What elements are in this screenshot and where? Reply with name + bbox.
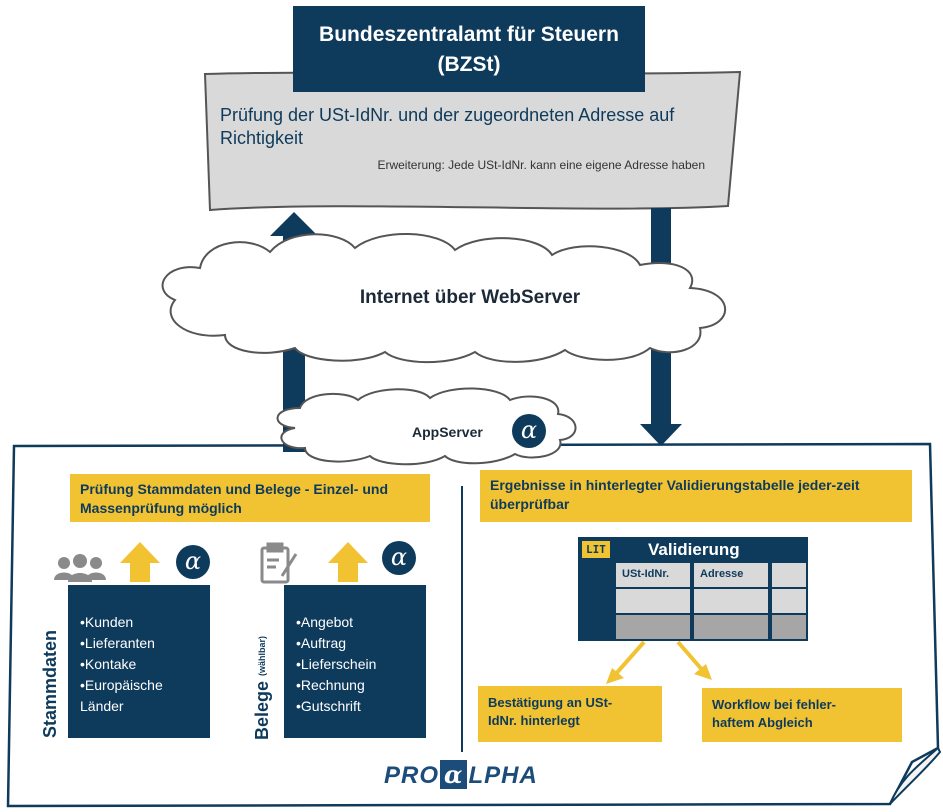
internet-cloud — [161, 232, 727, 364]
table-cell — [692, 589, 770, 615]
belege-up-arrow — [328, 542, 368, 582]
stammdaten-alpha-icon: α — [176, 545, 210, 579]
up-arrow-head — [270, 212, 318, 236]
down-arrow-head — [640, 424, 682, 446]
workflow-box: Workflow bei fehler-haftem Abgleich — [702, 688, 902, 742]
column-header-ustid: USt-IdNr. — [614, 563, 692, 589]
table-cell — [692, 615, 770, 641]
stammdaten-item-kontakte: Kontake — [80, 654, 210, 675]
table-cell — [578, 563, 614, 589]
workflow-text: Workflow bei fehler-haftem Abgleich — [712, 697, 836, 730]
stammdaten-item-kunden: Kunden — [80, 612, 210, 633]
validation-table-header: LIT Validierung — [578, 537, 808, 563]
internet-cloud-label: Internet über WebServer — [359, 287, 581, 308]
appserver-label: AppServer — [412, 424, 483, 440]
table-cell — [770, 589, 808, 615]
belege-item-auftrag: Auftrag — [296, 633, 426, 654]
appserver-alpha-icon: α — [512, 414, 546, 448]
belege-item-gutschrift: Gutschrift — [296, 696, 426, 717]
table-row — [578, 615, 808, 641]
belege-item-lieferschein: Lieferschein — [296, 654, 426, 675]
paper-curl — [889, 746, 942, 805]
belege-list: Angebot Auftrag Lieferschein Rechnung Gu… — [284, 612, 426, 717]
arrow-to-confirm — [612, 640, 646, 678]
bzst-header-line1: Bundeszentralamt für Steuern — [319, 23, 619, 46]
table-cell — [614, 615, 692, 641]
stammdaten-list-box: Kunden Lieferanten Kontake Europäische L… — [68, 585, 210, 738]
bzst-header-line2: (BZSt) — [437, 53, 501, 76]
appserver-cloud — [276, 387, 577, 466]
clipboard-edit-icon — [260, 542, 298, 584]
table-row — [578, 589, 808, 615]
belege-sublabel: (wählbar) — [257, 635, 267, 676]
column-header-adresse: Adresse — [692, 563, 770, 589]
arrow-to-workflow — [676, 640, 706, 674]
logo-alpha-icon: α — [440, 760, 468, 789]
table-cell — [578, 615, 614, 641]
bzst-header: Bundeszentralamt für Steuern (BZSt) — [293, 6, 645, 92]
left-section-title: Prüfung Stammdaten und Belege - Einzel- … — [70, 474, 430, 522]
validation-table: LIT Validierung USt-IdNr. Adresse — [578, 537, 808, 641]
stammdaten-item-laender: Europäische Länder — [80, 675, 210, 717]
stammdaten-label: Stammdaten — [40, 629, 60, 738]
table-header-row: USt-IdNr. Adresse — [578, 563, 808, 589]
confirm-text: Bestätigung an USt-IdNr. hinterlegt — [488, 695, 613, 728]
stammdaten-list: Kunden Lieferanten Kontake Europäische L… — [68, 612, 210, 717]
stammdaten-up-arrow — [120, 542, 160, 582]
belege-item-rechnung: Rechnung — [296, 675, 426, 696]
belege-list-box: Angebot Auftrag Lieferschein Rechnung Gu… — [284, 585, 426, 738]
logo-pro: PRO — [384, 762, 440, 789]
people-icon — [54, 554, 106, 582]
table-cell — [578, 589, 614, 615]
bzst-check-title: Prüfung der USt-IdNr. und der zugeordnet… — [220, 105, 675, 148]
table-cell — [770, 563, 808, 589]
lit-badge: LIT — [582, 541, 610, 558]
stammdaten-item-lieferanten: Lieferanten — [80, 633, 210, 654]
belege-item-angebot: Angebot — [296, 612, 426, 633]
belege-alpha-icon: α — [382, 541, 416, 575]
table-cell — [770, 615, 808, 641]
validation-table-title: Validierung — [648, 540, 740, 559]
table-cell — [614, 589, 692, 615]
right-section-title: Ergebnisse in hinterlegter Validierungst… — [480, 470, 912, 522]
belege-label-text: Belege — [252, 680, 272, 740]
bzst-extension-note: Erweiterung: Jede USt-IdNr. kann eine ei… — [377, 158, 705, 172]
confirm-box: Bestätigung an USt-IdNr. hinterlegt — [478, 686, 662, 742]
logo-lpha: LPHA — [468, 762, 538, 789]
belege-label: Belege (wählbar) — [252, 600, 273, 740]
